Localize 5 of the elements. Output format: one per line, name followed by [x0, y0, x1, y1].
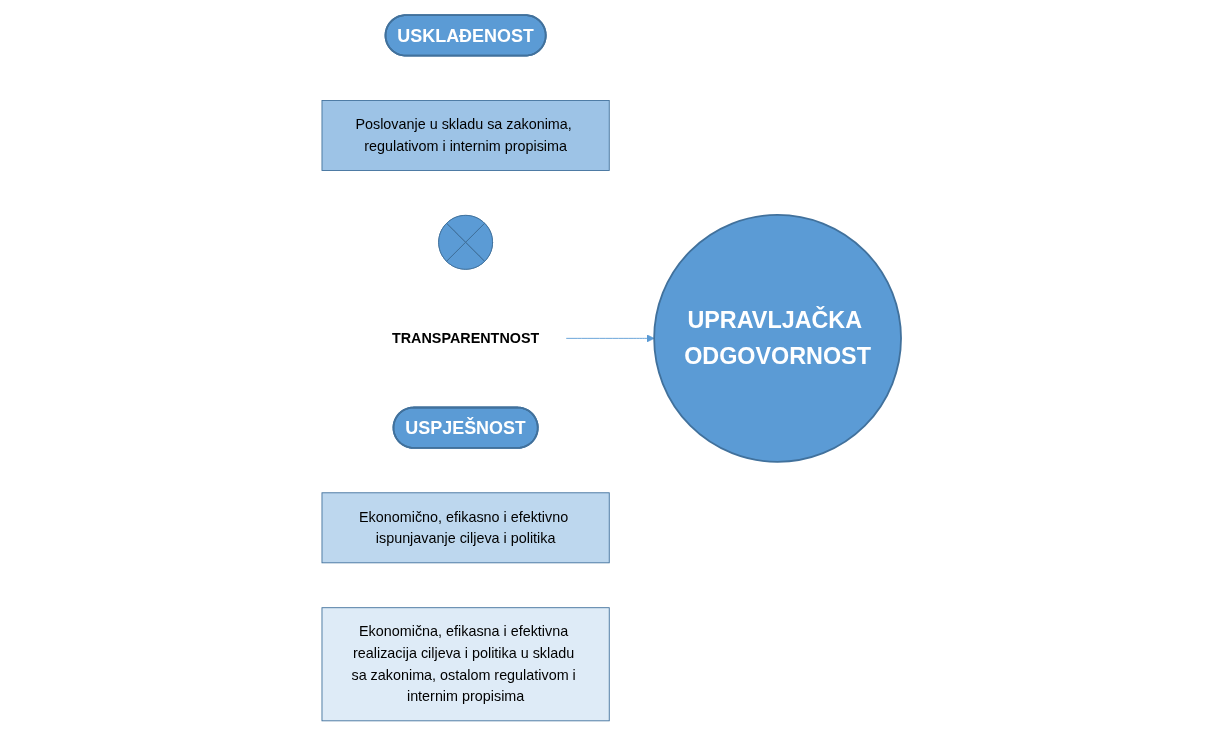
node-box: Poslovanje u skladu sa zakonima, regulativom i internim propisima	[321, 99, 610, 171]
node-box: Ekonomična, efikasna i efektivna realizacija ciljeva i politika u skladu sa zakonima, ostalom regulativom i internim propisima	[321, 606, 610, 721]
node-text: TRANSPARENTNOST	[391, 329, 539, 346]
node-circle: UPRAVLJAČKA ODGOVORNOST	[652, 213, 902, 463]
node-box: Ekonomično, efikasno i efektivno ispunjavanje ciljeva i politika	[321, 491, 610, 563]
